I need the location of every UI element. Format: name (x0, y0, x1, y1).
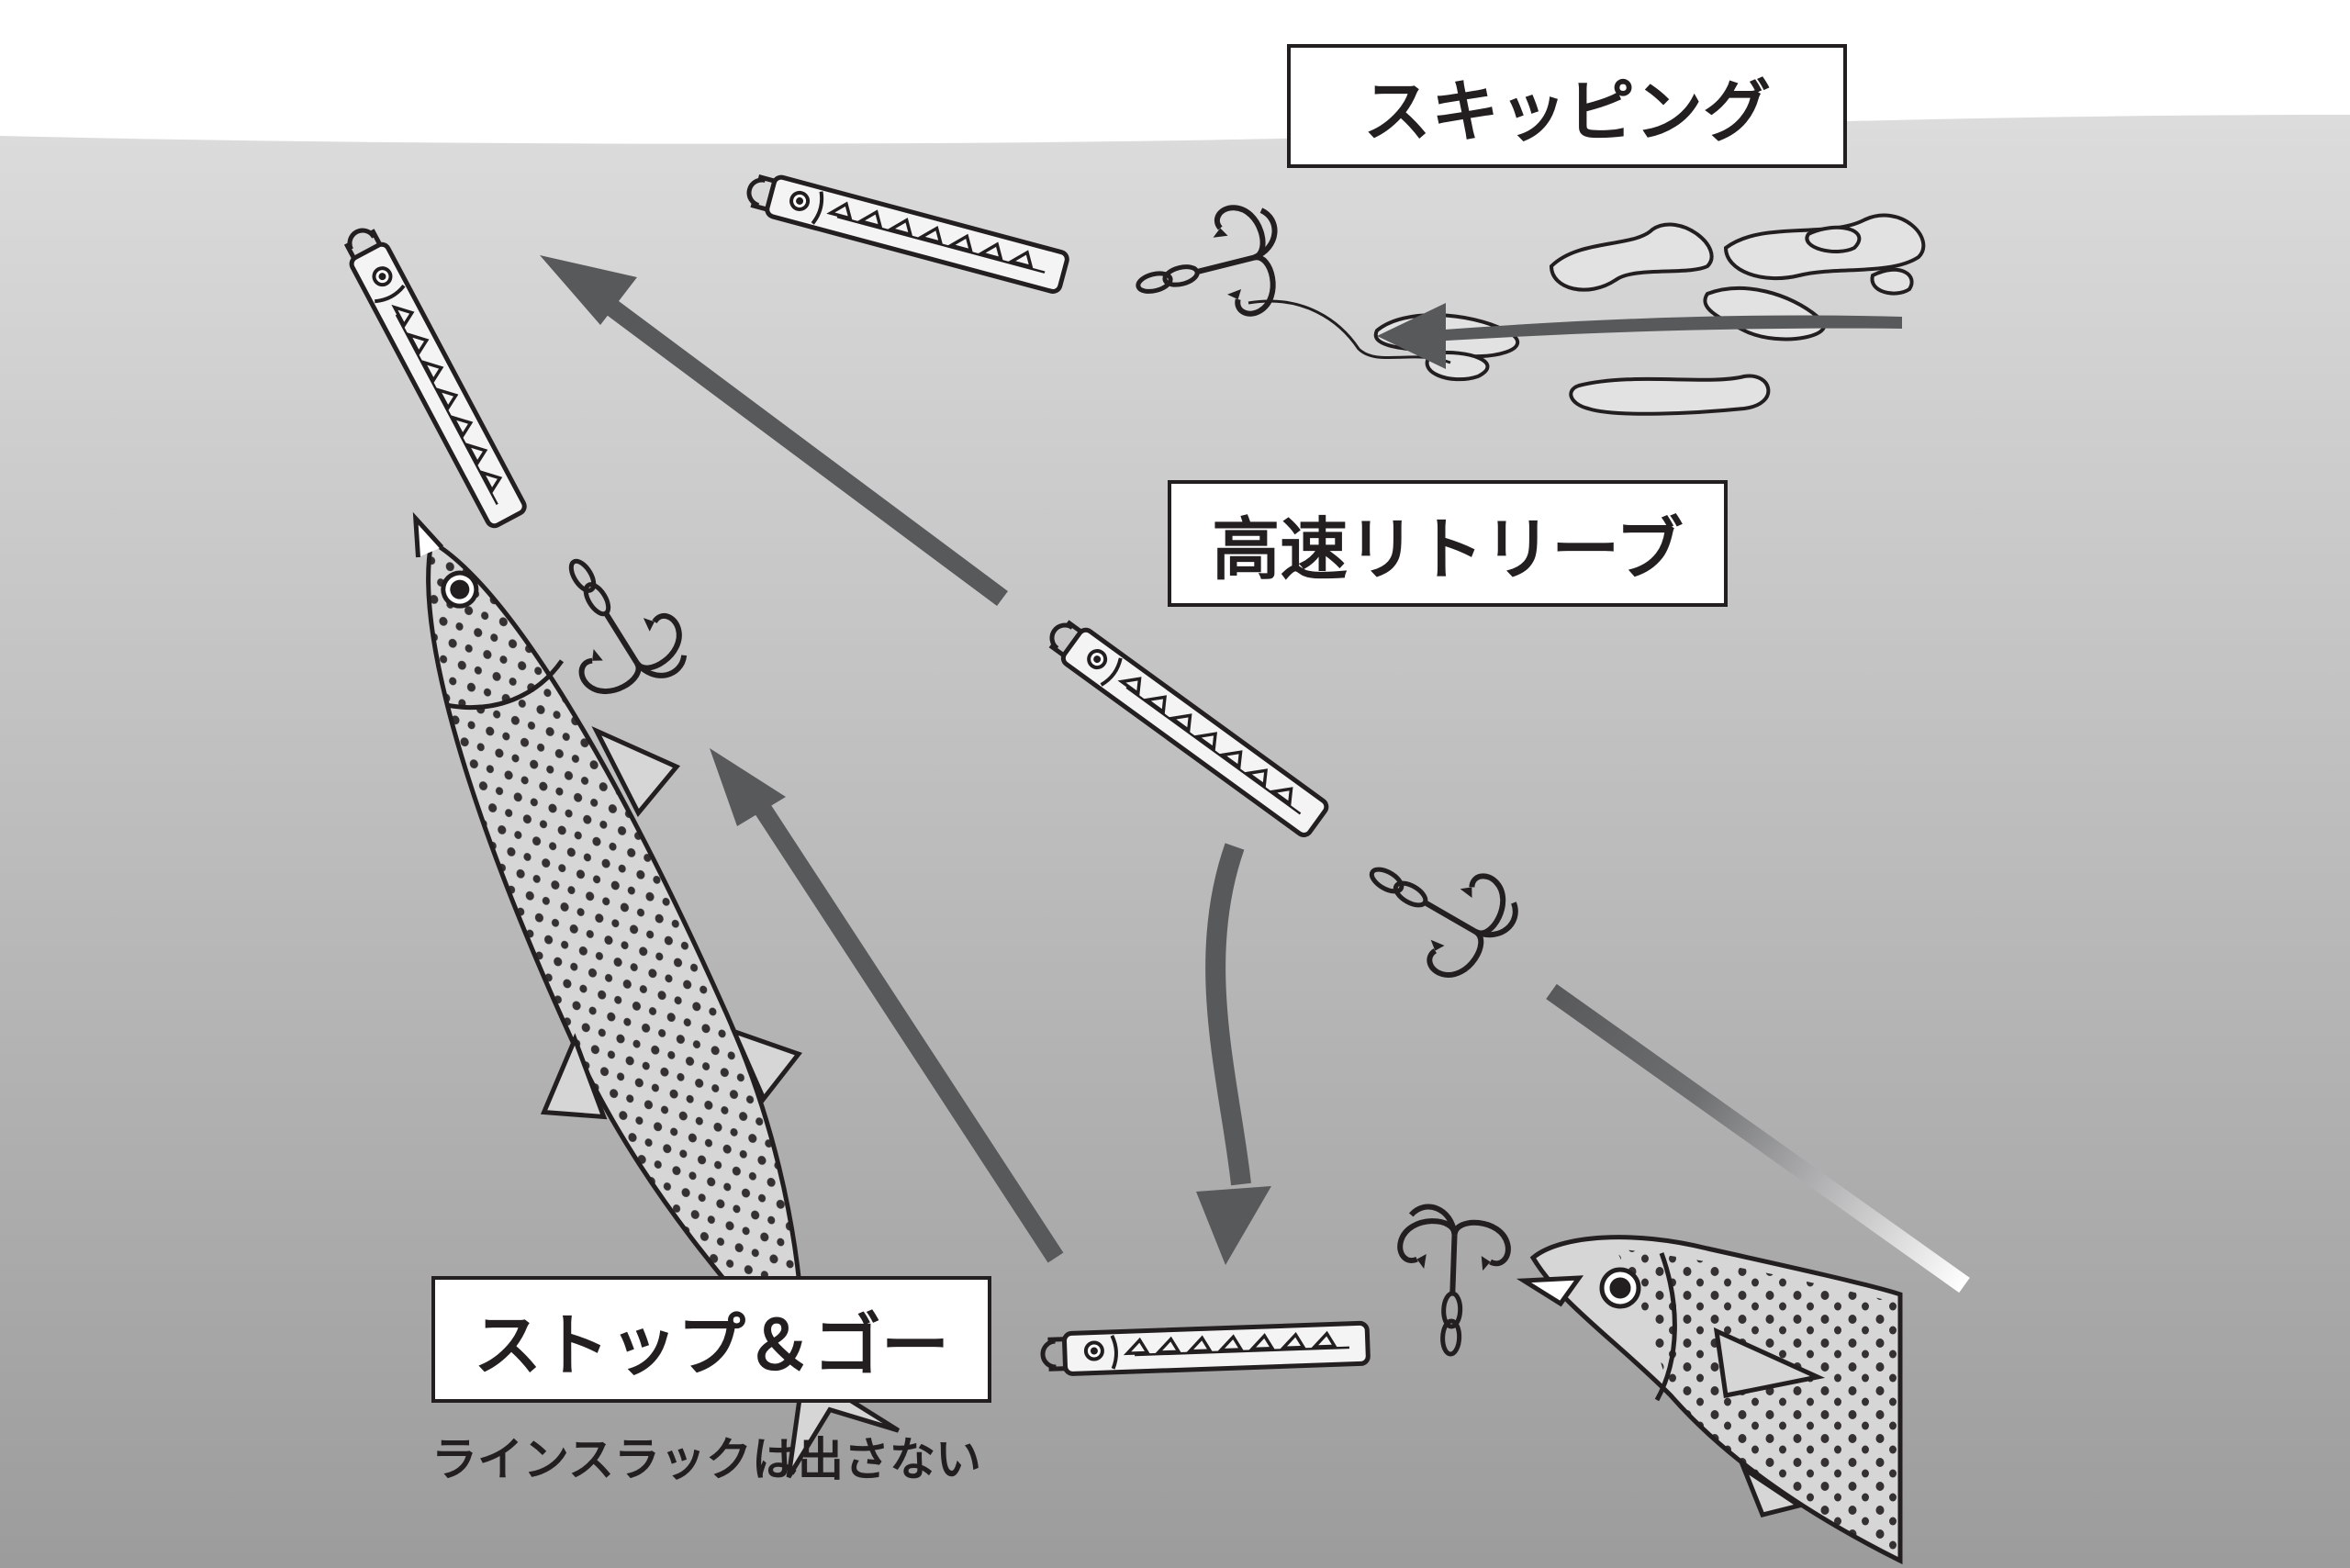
motion-arrow (540, 255, 1902, 1265)
stop-and-go-note: ラインスラックは出さない (431, 1433, 981, 1486)
metal-jig-lure (1042, 1323, 1368, 1374)
spanish-mackerel-fish (412, 511, 901, 1479)
label-high-speed-retrieve-text: 高速リトリーブ (1212, 510, 1684, 589)
fishing-line (1248, 299, 1451, 364)
fishing-line (1546, 983, 1970, 1294)
label-skipping: スキッピング (1287, 44, 1847, 168)
water-background (0, 115, 2350, 1568)
label-high-speed-retrieve: 高速リトリーブ (1168, 480, 1728, 607)
label-stop-and-go-text: ストップ＆ゴー (474, 1305, 949, 1385)
label-stop-and-go: ストップ＆ゴー (431, 1276, 991, 1403)
label-skipping-text: スキッピング (1363, 73, 1771, 151)
spanish-mackerel-fish (1516, 1235, 1903, 1565)
